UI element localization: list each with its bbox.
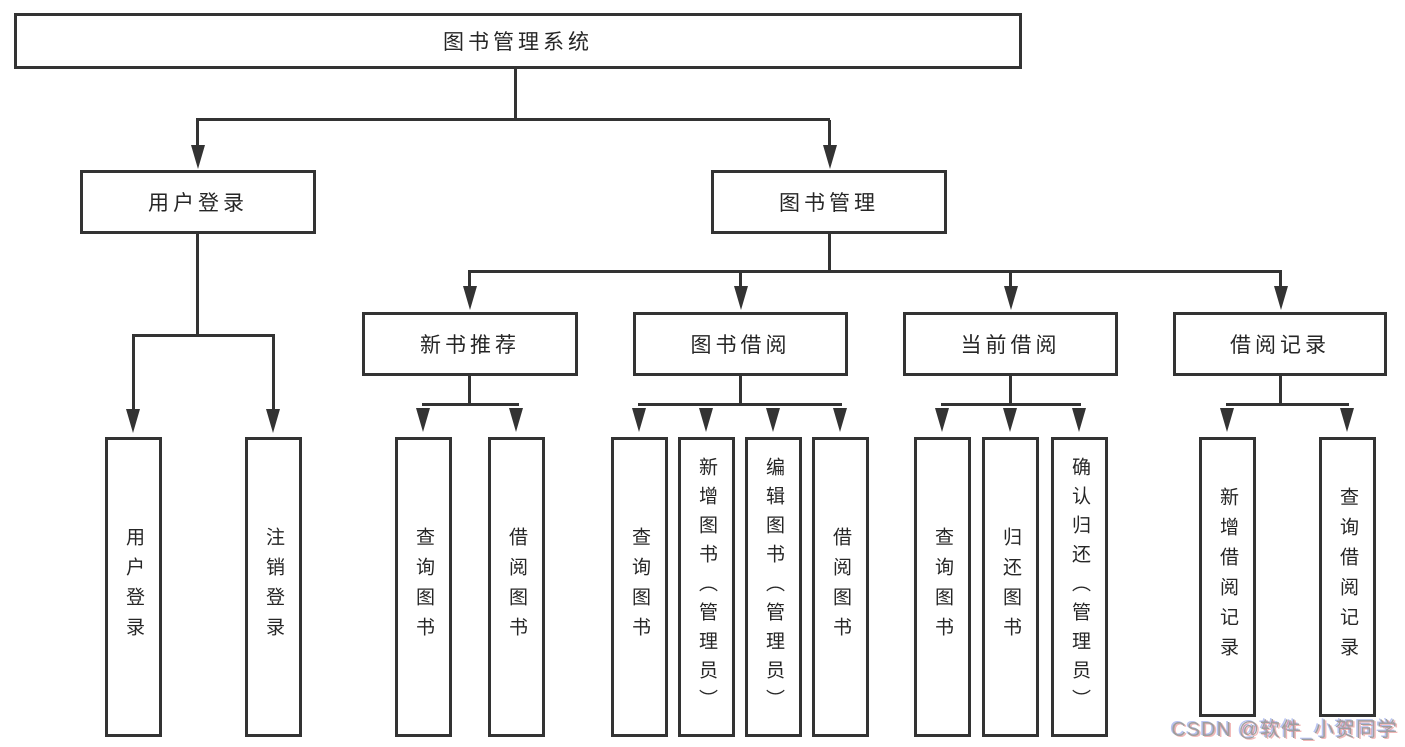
node-book-management: 图书管理 [711,170,947,234]
node-borrow-books: 借阅图书 [812,437,869,737]
arrow-down-icon [266,409,280,433]
connector-root-fork [196,118,830,121]
connector-root-stem [514,69,517,120]
connector-fork [941,403,1081,406]
node-user-login: 用户登录 [80,170,316,234]
node-new-book-recommend: 新书推荐 [362,312,578,376]
arrow-down-icon [416,408,430,432]
node-label: 编辑图书（管理员） [763,456,784,718]
node-label: 当前借阅 [960,334,1061,357]
node-confirm-return-admin: 确认归还（管理员） [1051,437,1108,737]
connector-drop [196,120,199,147]
arrow-down-icon [823,145,837,169]
arrow-down-icon [632,408,646,432]
arrow-down-icon [463,286,477,310]
csdn-watermark: CSDN @软件_小贺同学 [1171,719,1398,741]
connector-drop [1279,272,1282,287]
node-label: 借阅记录 [1230,334,1330,357]
arrow-down-icon [766,408,780,432]
node-label: 确认归还（管理员） [1069,456,1090,718]
node-library-management-system: 图书管理系统 [14,13,1022,69]
connector-user-login-stem [196,234,199,336]
connector-drop [272,336,275,410]
node-query-books-recommend: 查询图书 [395,437,452,737]
node-label: 查询图书 [413,527,434,647]
node-label: 归还图书 [1000,527,1021,647]
arrow-down-icon [734,286,748,310]
node-label: 注销登录 [263,527,284,647]
connector-drop [132,336,135,410]
node-label: 用户登录 [123,527,144,647]
node-edit-books-admin: 编辑图书（管理员） [745,437,802,737]
node-label: 用户登录 [148,192,248,215]
node-add-borrow-record: 新增借阅记录 [1199,437,1256,717]
arrow-down-icon [1072,408,1086,432]
arrow-down-icon [1220,408,1234,432]
connector-stem [1279,376,1282,405]
node-query-books-borrow: 查询图书 [611,437,668,737]
arrow-down-icon [833,408,847,432]
node-return-books: 归还图书 [982,437,1039,737]
node-logout-action: 注销登录 [245,437,302,737]
node-borrow-books-recommend: 借阅图书 [488,437,545,737]
arrow-down-icon [699,408,713,432]
node-book-borrowing: 图书借阅 [633,312,848,376]
arrow-down-icon [1340,408,1354,432]
connector-book-mgmt-fork [468,270,1282,273]
connector-drop [828,120,831,147]
arrow-down-icon [126,409,140,433]
connector-fork [1226,403,1349,406]
connector-fork [638,403,842,406]
arrow-down-icon [509,408,523,432]
node-label: 借阅图书 [830,527,851,647]
node-borrowing-records: 借阅记录 [1173,312,1387,376]
node-label: 新增借阅记录 [1217,487,1238,667]
node-label: 查询图书 [932,527,953,647]
node-query-books-current: 查询图书 [914,437,971,737]
arrow-down-icon [935,408,949,432]
node-add-books-admin: 新增图书（管理员） [678,437,735,737]
connector-fork [422,403,519,406]
connector-stem [468,376,471,405]
node-current-borrowing: 当前借阅 [903,312,1118,376]
arrow-down-icon [1274,286,1288,310]
arrow-down-icon [1004,286,1018,310]
arrow-down-icon [191,145,205,169]
connector-drop [739,272,742,287]
connector-drop [468,272,471,287]
connector-stem [739,376,742,405]
node-label: 图书借阅 [690,334,791,357]
node-label: 查询借阅记录 [1337,487,1358,667]
node-user-login-action: 用户登录 [105,437,162,737]
node-label: 图书管理 [779,192,879,215]
connector-user-login-fork [132,334,275,337]
node-label: 借阅图书 [506,527,527,647]
connector-book-mgmt-stem [828,234,831,272]
arrow-down-icon [1003,408,1017,432]
node-label: 新增图书（管理员） [696,456,717,718]
node-label: 图书管理系统 [443,31,593,54]
node-label: 新书推荐 [420,334,520,357]
node-query-borrow-record: 查询借阅记录 [1319,437,1376,717]
node-label: 查询图书 [629,527,650,647]
connector-drop [1009,272,1012,287]
connector-stem [1009,376,1012,405]
